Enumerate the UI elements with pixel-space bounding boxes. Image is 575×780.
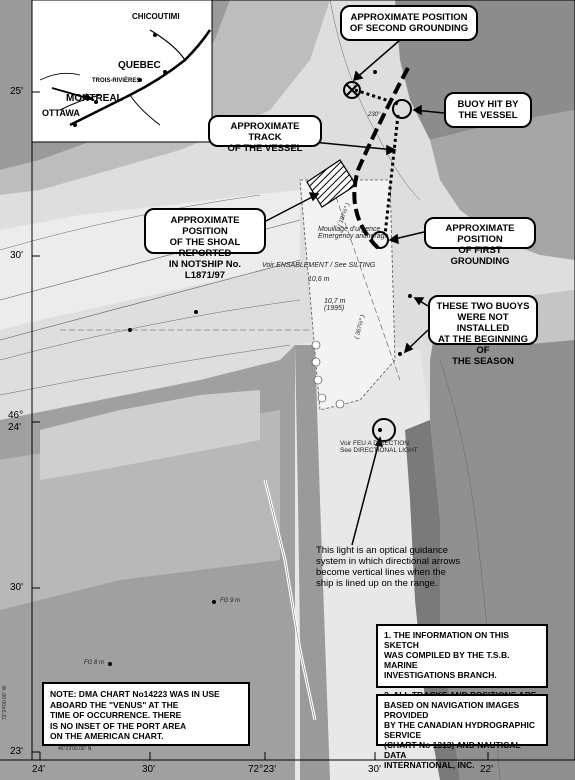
callout-first-grounding: APPROXIMATE POSITION OF FIRST GROUNDING	[424, 217, 536, 267]
contour-3	[0, 344, 291, 396]
callout-shoal: APPROXIMATE POSITION OF THE SHOAL REPORT…	[144, 208, 266, 281]
contour-1	[0, 299, 301, 361]
southwest-flat	[40, 390, 260, 480]
light-fg-8: FG 8 m	[84, 660, 105, 666]
lon-note: 72°24'00.00" W	[2, 685, 8, 720]
lat-tick-23: 23'	[10, 746, 24, 757]
callout-two-buoys: THESE TWO BUOYS WERE NOT INSTALLED AT TH…	[428, 295, 538, 367]
lon-tick-22: 22'	[480, 764, 494, 775]
callout-second-grounding: APPROXIMATE POSITION OF SECOND GROUNDING	[340, 5, 478, 41]
lat-tick-46-24: 46° 24'	[8, 410, 24, 433]
silting-text: Voir ENSABLEMENT / See SILTING	[262, 262, 376, 269]
track-dotted-north	[354, 88, 399, 106]
range-line	[329, 179, 401, 381]
channel-line-2	[0, 259, 301, 341]
directional-light-text: Voir FEU A DIRECTION See DIRECTIONAL LIG…	[340, 440, 418, 454]
buoy-hit-marker	[392, 99, 412, 119]
lon-tick-30-east: 30'	[368, 764, 382, 775]
inset-map	[31, 0, 213, 143]
inset-label-montreal: MONTREAL	[66, 93, 123, 104]
callout-vessel-track: APPROXIMATE TRACK OF THE VESSEL	[208, 115, 322, 154]
note-source: BASED ON NAVIGATION IMAGES PROVIDED BY T…	[376, 694, 548, 770]
callout-buoy-hit: BUOY HIT BY THE VESSEL	[444, 92, 532, 128]
light-fg-9: FG 9 m	[220, 598, 241, 604]
east-pier	[405, 420, 460, 780]
buoy-symbols	[108, 70, 412, 666]
lat-tick-30-south: 30'	[10, 582, 24, 593]
north-shallows	[0, 0, 330, 195]
second-grounding-marker	[343, 81, 361, 99]
east-shallows	[430, 110, 575, 260]
lon-tick-24: 24'	[32, 764, 46, 775]
inset-label-quebec: QUEBEC	[118, 60, 161, 71]
callout-optical-light: This light is an optical guidance system…	[316, 545, 461, 589]
lon-tick-30-west: 30'	[142, 764, 156, 775]
depth-10-6: 10,6 m	[308, 276, 330, 283]
track-dotted-east	[383, 114, 400, 236]
bearing-230: 230°	[368, 112, 381, 118]
directional-light-marker	[372, 418, 396, 442]
contour-2	[0, 194, 261, 251]
port-road-edge	[264, 479, 316, 721]
inset-label-trois-rivieres: TROIS-RIVIÈRES	[92, 78, 141, 84]
note-tsb: 1. THE INFORMATION ON THIS SKETCH WAS CO…	[376, 624, 548, 710]
vessel-track	[352, 67, 410, 250]
lat-note: 46°23'00.00" N	[58, 746, 92, 752]
lat-tick-30-north: 30'	[10, 250, 24, 261]
note-dma: NOTE: DMA CHART No14223 WAS IN USE ABOAR…	[42, 682, 250, 746]
anchorage-text: Mouillage d'urgence Emergency anchorage	[318, 226, 389, 240]
graticule-ticks	[32, 91, 489, 760]
lat-tick-25: 25'	[10, 86, 24, 97]
anchorage-area	[299, 179, 396, 411]
depth-10-7: 10,7 m (1995)	[324, 298, 346, 312]
berth-markers	[311, 340, 345, 409]
lon-tick-72-23: 72°23'	[248, 764, 277, 775]
first-grounding-marker	[371, 231, 389, 249]
inset-label-ottawa: OTTAWA	[42, 108, 80, 118]
callout-arrows	[263, 39, 445, 546]
inset-label-chicoutimi: CHICOUTIMI	[132, 12, 180, 21]
